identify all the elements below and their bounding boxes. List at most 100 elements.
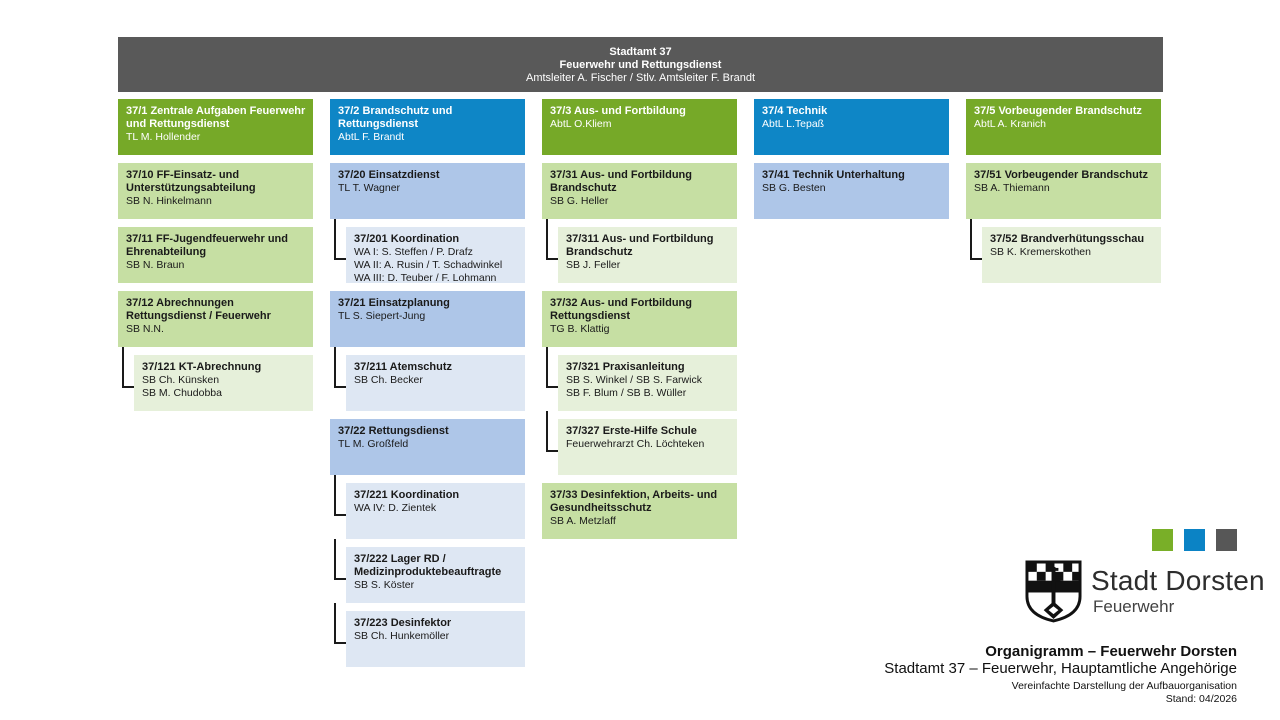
org-unit-person: SB K. Kremerskothen bbox=[990, 246, 1091, 258]
org-unit-person: SB S. Winkel / SB S. Farwick bbox=[566, 374, 702, 386]
org-unit-title: 37/21 Einsatzplanung bbox=[338, 297, 450, 309]
org-unit-person: AbtL F. Brandt bbox=[338, 131, 405, 143]
connector-line-vertical bbox=[334, 603, 336, 644]
org-unit-title: 37/10 FF-Einsatz- und Unterstützungsabte… bbox=[126, 169, 256, 194]
org-unit-title: 37/41 Technik Unterhaltung bbox=[762, 169, 905, 181]
connector-line-horizontal bbox=[334, 386, 346, 388]
org-unit-person: Feuerwehrarzt Ch. Löchteken bbox=[566, 438, 705, 450]
connector-line-vertical bbox=[122, 347, 124, 388]
org-unit-person: SB Ch. Künsken bbox=[142, 374, 220, 386]
brand-color-square-gray bbox=[1216, 529, 1237, 551]
org-unit-title: 37/3 Aus- und Fortbildung bbox=[550, 105, 686, 117]
org-unit-title: 37/11 FF-Jugendfeuerwehr und Ehrenabteil… bbox=[126, 233, 288, 258]
connector-line-vertical bbox=[334, 475, 336, 516]
connector-line-horizontal bbox=[334, 258, 346, 260]
org-header-bar: Stadtamt 37 Feuerwehr und Rettungsdienst… bbox=[118, 37, 1163, 92]
org-unit-title: 37/20 Einsatzdienst bbox=[338, 169, 440, 181]
dorsten-coat-of-arms-icon bbox=[1025, 560, 1082, 628]
org-header-department: Feuerwehr und Rettungsdienst bbox=[559, 59, 722, 71]
org-unit-person: WA I: S. Steffen / P. Drafz bbox=[354, 246, 473, 258]
org-unit-title: 37/327 Erste-Hilfe Schule bbox=[566, 425, 697, 437]
connector-line-horizontal bbox=[334, 578, 346, 580]
brand-name: Stadt Dorsten bbox=[1091, 565, 1265, 596]
org-unit-person: TL S. Siepert-Jung bbox=[338, 310, 426, 322]
brand-color-square-blue bbox=[1184, 529, 1205, 551]
connector-line-horizontal bbox=[334, 514, 346, 516]
org-unit-person: TL M. Hollender bbox=[126, 131, 201, 143]
org-unit-person: WA II: A. Rusin / T. Schadwinkel bbox=[354, 259, 503, 271]
connector-line-vertical bbox=[970, 219, 972, 260]
org-unit-person: SB G. Heller bbox=[550, 195, 609, 207]
org-unit-person: SB A. Thiemann bbox=[974, 182, 1050, 194]
org-unit-title: 37/201 Koordination bbox=[354, 233, 460, 245]
org-unit-title: 37/222 Lager RD / Medizinproduktebeauftr… bbox=[354, 553, 502, 578]
connector-line-horizontal bbox=[122, 386, 134, 388]
org-unit-person: SB F. Blum / SB B. Wüller bbox=[566, 387, 687, 399]
org-unit-title: 37/51 Vorbeugender Brandschutz bbox=[974, 169, 1149, 181]
org-unit-box: 37/12 Abrechnungen Rettungsdienst / Feue… bbox=[118, 291, 313, 347]
connector-line-vertical bbox=[546, 219, 548, 260]
caption-block: Organigramm – Feuerwehr Dorsten Stadtamt… bbox=[884, 643, 1237, 706]
org-unit-title: 37/5 Vorbeugender Brandschutz bbox=[974, 105, 1142, 117]
org-unit-person: SB N. Braun bbox=[126, 259, 185, 271]
org-unit-person: SB S. Köster bbox=[354, 579, 415, 591]
org-unit-person: SB Ch. Hunkemöller bbox=[354, 630, 450, 642]
connector-line-vertical bbox=[334, 539, 336, 580]
brand-subtitle: Feuerwehr bbox=[1093, 597, 1175, 616]
org-unit-person: SB J. Feller bbox=[566, 259, 621, 271]
org-unit-person: WA IV: D. Zientek bbox=[354, 502, 437, 514]
org-unit-box: 37/33 Desinfektion, Arbeits- und Gesundh… bbox=[542, 483, 737, 539]
org-unit-title: 37/211 Atemschutz bbox=[354, 361, 453, 373]
caption-note: Vereinfachte Darstellung der Aufbauorgan… bbox=[1011, 680, 1237, 692]
connector-line-horizontal bbox=[334, 642, 346, 644]
org-unit-person: TL M. Großfeld bbox=[338, 438, 409, 450]
org-unit-box: 37/32 Aus- und Fortbildung Rettungsdiens… bbox=[542, 291, 737, 347]
org-unit-title: 37/33 Desinfektion, Arbeits- und Gesundh… bbox=[550, 489, 718, 514]
org-unit-title: 37/52 Brandverhütungsschau bbox=[990, 233, 1145, 245]
connector-line-horizontal bbox=[970, 258, 982, 260]
org-unit-person: TG B. Klattig bbox=[550, 323, 610, 335]
connector-line-horizontal bbox=[546, 258, 558, 260]
caption-subtitle: Stadtamt 37 – Feuerwehr, Hauptamtliche A… bbox=[884, 660, 1237, 677]
brand-color-square-green bbox=[1152, 529, 1173, 551]
org-unit-title: 37/311 Aus- und Fortbildung Brandschutz bbox=[566, 233, 714, 258]
org-unit-person: SB M. Chudobba bbox=[142, 387, 222, 399]
org-unit-title: 37/321 Praxisanleitung bbox=[566, 361, 685, 373]
org-unit-title: 37/121 KT-Abrechnung bbox=[142, 361, 262, 373]
org-unit-box: 37/222 Lager RD / Medizinproduktebeauftr… bbox=[346, 547, 525, 603]
org-unit-box: 37/11 FF-Jugendfeuerwehr und Ehrenabteil… bbox=[118, 227, 313, 283]
org-unit-title: 37/22 Rettungsdienst bbox=[338, 425, 449, 437]
org-unit-title: 37/2 Brandschutz und Rettungsdienst bbox=[338, 105, 453, 130]
org-unit-person: SB G. Besten bbox=[762, 182, 826, 194]
org-unit-box: 37/10 FF-Einsatz- und Unterstützungsabte… bbox=[118, 163, 313, 219]
org-unit-title: 37/223 Desinfektor bbox=[354, 617, 452, 629]
org-unit-person: SB Ch. Becker bbox=[354, 374, 423, 386]
connector-line-vertical bbox=[334, 219, 336, 260]
org-unit-title: 37/1 Zentrale Aufgaben Feuerwehr und Ret… bbox=[126, 105, 306, 130]
org-header-office: Stadtamt 37 bbox=[609, 46, 672, 58]
org-unit-title: 37/4 Technik bbox=[762, 105, 828, 117]
connector-line-horizontal bbox=[546, 386, 558, 388]
caption-date: Stand: 04/2026 bbox=[1165, 693, 1237, 705]
org-unit-title: 37/31 Aus- und Fortbildung Brandschutz bbox=[550, 169, 692, 194]
org-unit-title: 37/12 Abrechnungen Rettungsdienst / Feue… bbox=[126, 297, 271, 322]
org-unit-person: AbtL L.Tepaß bbox=[762, 118, 825, 130]
org-unit-person: SB N. Hinkelmann bbox=[126, 195, 212, 207]
connector-line-horizontal bbox=[546, 450, 558, 452]
connector-line-vertical bbox=[546, 347, 548, 388]
